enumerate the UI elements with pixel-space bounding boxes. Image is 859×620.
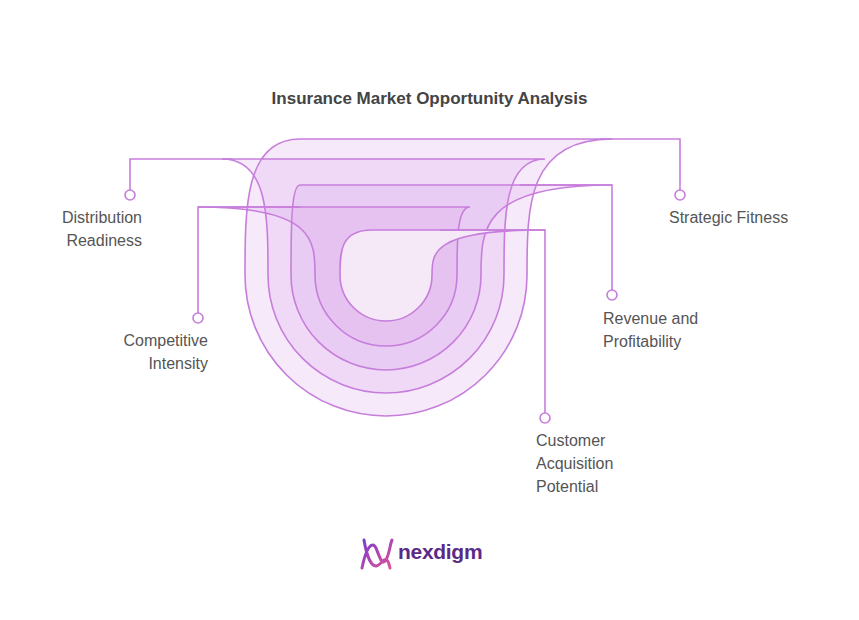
leader-dot [540, 413, 550, 423]
leader-dot [675, 190, 685, 200]
leader-dot [193, 313, 203, 323]
funnel-layers [198, 139, 612, 416]
factor-label: Competitive Intensity [96, 329, 208, 375]
leader-dot [125, 190, 135, 200]
factor-label: Strategic Fitness [669, 206, 829, 229]
leader-line [600, 139, 680, 190]
diagram-title: Insurance Market Opportunity Analysis [0, 89, 859, 109]
leader-dot [607, 290, 617, 300]
leader-lines [125, 139, 685, 423]
factor-label: Customer Acquisition Potential [536, 429, 636, 498]
logo-mark [362, 540, 392, 568]
brand-logo-text: nexdigm [398, 540, 518, 564]
factor-label: Distribution Readiness [30, 206, 142, 252]
leader-line [520, 185, 612, 290]
leader-line [198, 207, 300, 313]
funnel-layer [340, 230, 545, 321]
factor-label: Revenue and Profitability [603, 307, 715, 353]
leader-line [440, 230, 545, 413]
leader-line [130, 159, 232, 190]
